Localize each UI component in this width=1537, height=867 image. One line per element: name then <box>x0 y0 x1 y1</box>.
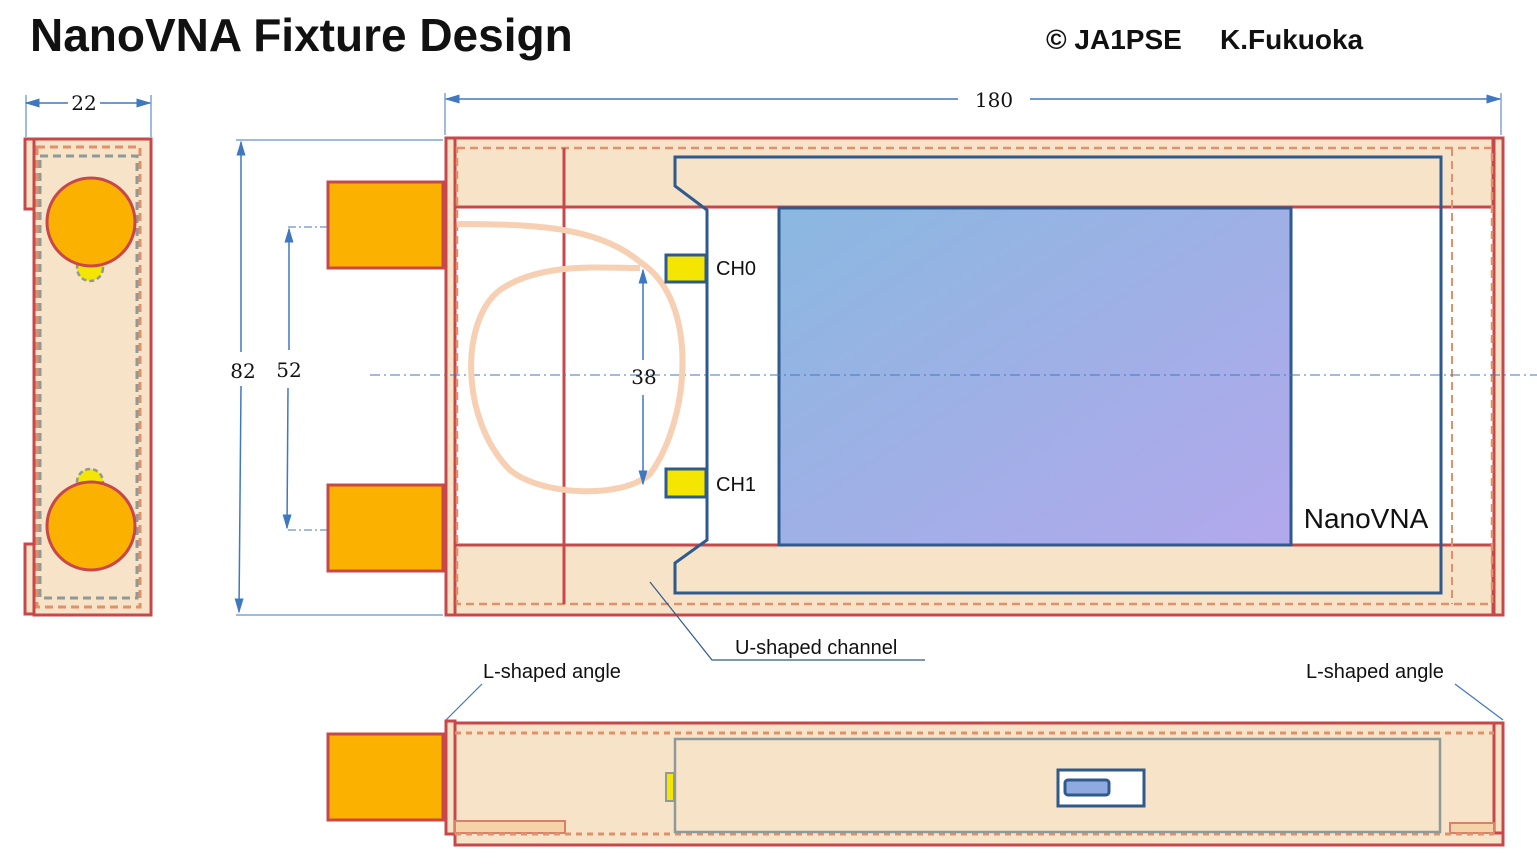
connector-bottom-end <box>45 480 137 572</box>
u-channel <box>673 155 1443 595</box>
dim-channel-spacing: 38 <box>631 365 656 389</box>
copyright: © JA1PSE <box>1046 24 1182 55</box>
dim-connector-spacing: 52 <box>276 358 301 382</box>
l-angle-left <box>444 136 457 617</box>
dim-length: 180 <box>975 88 1013 112</box>
connector-top-end <box>45 176 137 268</box>
side-view: 22 <box>23 91 153 617</box>
dim-width: 22 <box>71 91 96 115</box>
page-title: NanoVNA Fixture Design <box>30 9 573 61</box>
connector-side <box>326 732 445 822</box>
cable <box>456 221 686 495</box>
author: K.Fukuoka <box>1220 24 1364 55</box>
dim-height: 82 <box>230 359 255 383</box>
l-angle-right <box>1492 136 1505 617</box>
port-ch1 <box>664 467 708 499</box>
top-view: 180 82 52 CH0 <box>230 88 1537 661</box>
usb-port <box>1063 778 1111 797</box>
label-u-channel: U-shaped channel <box>735 637 897 659</box>
label-l-angle-left: L-shaped angle <box>483 661 621 683</box>
nanovna-body <box>777 206 1293 547</box>
label-ch1: CH1 <box>716 474 756 496</box>
label-l-angle-right: L-shaped angle <box>1306 661 1444 683</box>
connector-bottom <box>326 483 445 573</box>
port-ch0 <box>664 253 708 284</box>
label-ch0: CH0 <box>716 258 756 280</box>
label-nanovna: NanoVNA <box>1304 503 1429 534</box>
front-view: L-shaped angle L-shaped angle <box>326 661 1505 847</box>
connector-top <box>326 180 445 270</box>
